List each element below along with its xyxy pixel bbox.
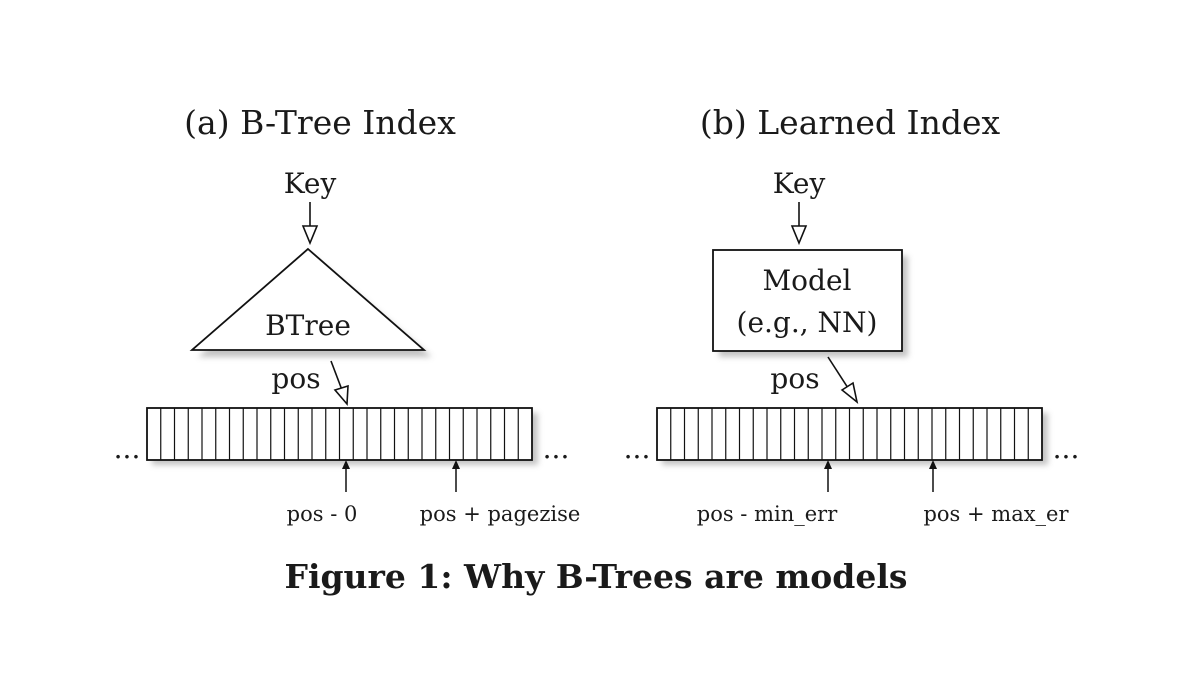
- panel-b-pos-arrow: [827, 356, 859, 405]
- array-b-cells: [670, 408, 1029, 460]
- panel-b-ellipsis-left: ...: [624, 432, 651, 465]
- model-label-line2: (e.g., NN): [737, 306, 878, 339]
- panel-b-key-label: Key: [773, 167, 826, 200]
- panel-a-high-arrow: [452, 460, 460, 492]
- panel-b-high-arrow: [929, 460, 937, 492]
- panel-b: (b) Learned Index Key Model (e.g., NN) p…: [624, 103, 1080, 526]
- panel-b-title: (b) Learned Index: [700, 103, 1001, 142]
- panel-a-high-label: pos + pagezise: [420, 502, 581, 526]
- panel-a-title: (a) B-Tree Index: [184, 103, 456, 142]
- panel-b-low-arrow: [824, 460, 832, 492]
- figure-caption: Figure 1: Why B-Trees are models: [285, 557, 908, 596]
- panel-a-low-arrow: [342, 460, 350, 492]
- panel-b-pos-label: pos: [770, 362, 819, 395]
- panel-a-ellipsis-left: ...: [114, 432, 141, 465]
- panel-a-key-arrow: [301, 202, 319, 246]
- panel-b-low-label: pos - min_err: [697, 502, 838, 526]
- panel-b-key-arrow: [790, 202, 808, 246]
- array-a-cells: [160, 408, 519, 460]
- btree-label: BTree: [265, 309, 351, 342]
- panel-a-ellipsis-right: ...: [543, 432, 570, 465]
- panel-a-pos-label: pos: [271, 362, 320, 395]
- btree-node: [189, 247, 427, 351]
- panel-a: (a) B-Tree Index Key BTree pos ... ...: [114, 103, 581, 526]
- panel-a-key-label: Key: [284, 167, 337, 200]
- panel-a-low-label: pos - 0: [287, 502, 358, 526]
- panel-a-pos-arrow: [330, 360, 349, 407]
- model-box: [712, 249, 903, 352]
- model-label-line1: Model: [763, 264, 852, 297]
- panel-b-ellipsis-right: ...: [1053, 432, 1080, 465]
- panel-b-high-label: pos + max_er: [923, 502, 1069, 526]
